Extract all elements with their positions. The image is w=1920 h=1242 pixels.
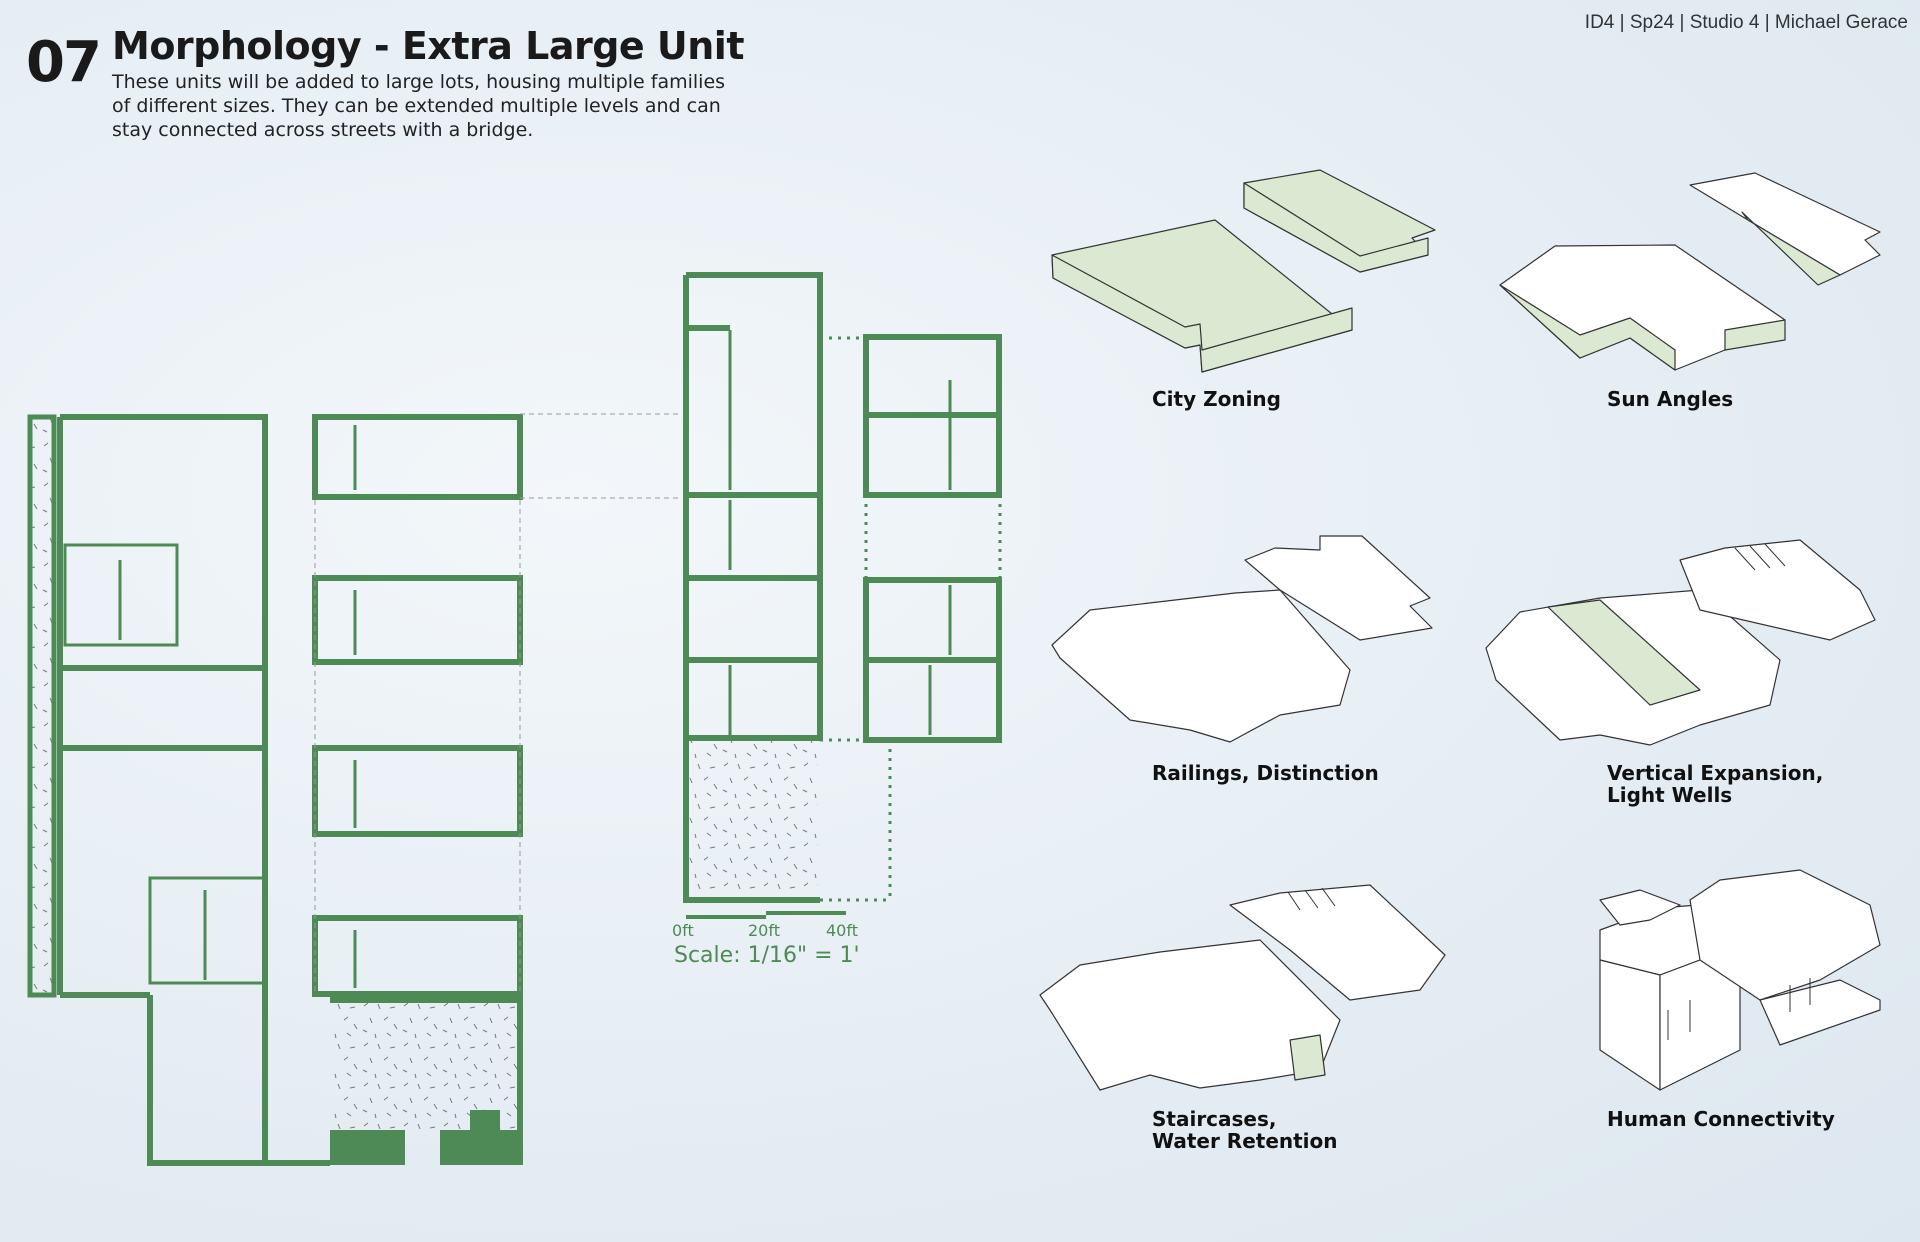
course-credits: ID4 | Sp24 | Studio 4 | Michael Gerace xyxy=(1584,12,1908,33)
label-city-zoning: City Zoning xyxy=(1152,387,1281,411)
scale-tick-labels: 0ft 20ft 40ft xyxy=(672,921,872,940)
axo-vertical-expansion xyxy=(1485,539,1876,746)
axo-human-connectivity xyxy=(1599,869,1881,1091)
scale-caption: Scale: 1/16" = 1' xyxy=(674,943,860,968)
page-description: These units will be added to large lots,… xyxy=(112,71,726,141)
label-railings: Railings, Distinction xyxy=(1152,761,1379,785)
axo-sun-angles xyxy=(1499,172,1881,371)
left-floor-plan xyxy=(27,414,523,1166)
label-vertical-line-1: Vertical Expansion, xyxy=(1607,761,1824,785)
scale-tick-20: 20ft xyxy=(748,921,780,940)
label-staircases-line-1: Staircases, xyxy=(1152,1107,1277,1131)
section-number: 07 xyxy=(26,30,102,95)
center-floor-plan xyxy=(683,272,1002,903)
scale-tick-40: 40ft xyxy=(826,921,858,940)
label-vertical-expansion: Vertical Expansion, Light Wells xyxy=(1607,762,1823,806)
axo-city-zoning xyxy=(1051,169,1436,373)
axo-staircases xyxy=(1039,884,1446,1091)
axo-railings xyxy=(1051,535,1433,743)
label-vertical-line-2: Light Wells xyxy=(1607,783,1733,807)
label-staircases-line-2: Water Retention xyxy=(1152,1129,1338,1153)
label-staircases: Staircases, Water Retention xyxy=(1152,1108,1338,1152)
page-title: Morphology - Extra Large Unit xyxy=(112,24,745,68)
label-sun-angles: Sun Angles xyxy=(1607,387,1734,411)
label-human-connectivity: Human Connectivity xyxy=(1607,1107,1835,1131)
scale-bar xyxy=(686,911,846,919)
scale-tick-0: 0ft xyxy=(672,921,694,940)
